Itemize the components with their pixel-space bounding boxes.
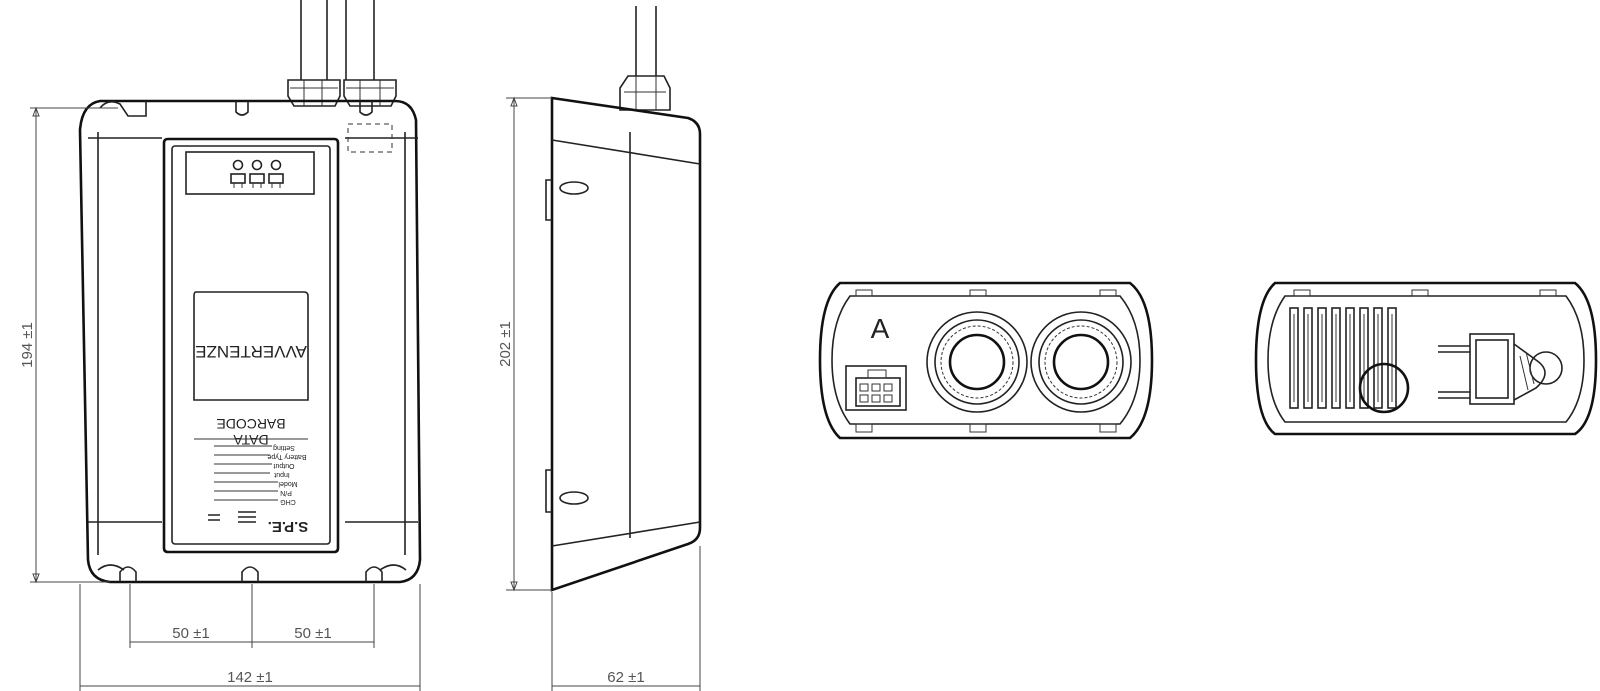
data-text: DATA (233, 432, 269, 448)
end-view-connectors: A (818, 281, 1154, 440)
fan-hub (1358, 362, 1410, 414)
field-input: Input (274, 471, 290, 478)
multi-pin-connector (845, 365, 907, 411)
dim-width-front: 142 ±1 (227, 669, 273, 686)
front-dimensions: 194 ±1 50 ±1 50 ±1 142 ±1 (19, 106, 421, 691)
field-output: Output (273, 462, 294, 469)
side-view (545, 6, 702, 592)
field-setting: Setting (273, 444, 295, 451)
field-model: Model (278, 480, 298, 487)
dim-height-side: 202 ±1 (497, 321, 514, 367)
field-chg: CHG (280, 498, 296, 505)
dim-height-front: 194 ±1 (19, 322, 36, 368)
cable-gland-2 (1030, 311, 1132, 413)
dim-depth-side: 62 ±1 (607, 669, 644, 686)
cable-glands (287, 0, 397, 107)
brand-text: S.P.E. (268, 518, 309, 535)
front-housing-outline (78, 99, 422, 584)
connector-letter: A (871, 313, 890, 344)
brand-logo-marks (208, 511, 256, 523)
side-housing-outline (550, 96, 702, 592)
warnings-box (193, 291, 309, 401)
front-view: AVVERTENZE DATA BARCODE Setting Battery … (78, 0, 422, 584)
label-fields: Setting Battery Type Output Input Model … (214, 444, 307, 505)
dim-spacing-right: 50 ±1 (294, 625, 331, 642)
label-plate (162, 137, 340, 554)
status-leds (230, 159, 284, 188)
field-battery-type: Battery Type (267, 453, 306, 460)
mounting-slots-bottom (97, 564, 407, 582)
end-view-fan (1254, 281, 1598, 436)
dim-spacing-left: 50 ±1 (172, 625, 209, 642)
warnings-text: AVVERTENZE (195, 342, 307, 361)
cable-gland-1 (926, 311, 1028, 413)
side-dimensions: 202 ±1 62 ±1 (497, 96, 701, 691)
field-pn: P/N (280, 489, 292, 496)
led-window (185, 151, 315, 195)
power-cable-strain-relief (1438, 333, 1563, 405)
vent-slats (1289, 307, 1397, 409)
barcode-text: BARCODE (216, 416, 285, 432)
